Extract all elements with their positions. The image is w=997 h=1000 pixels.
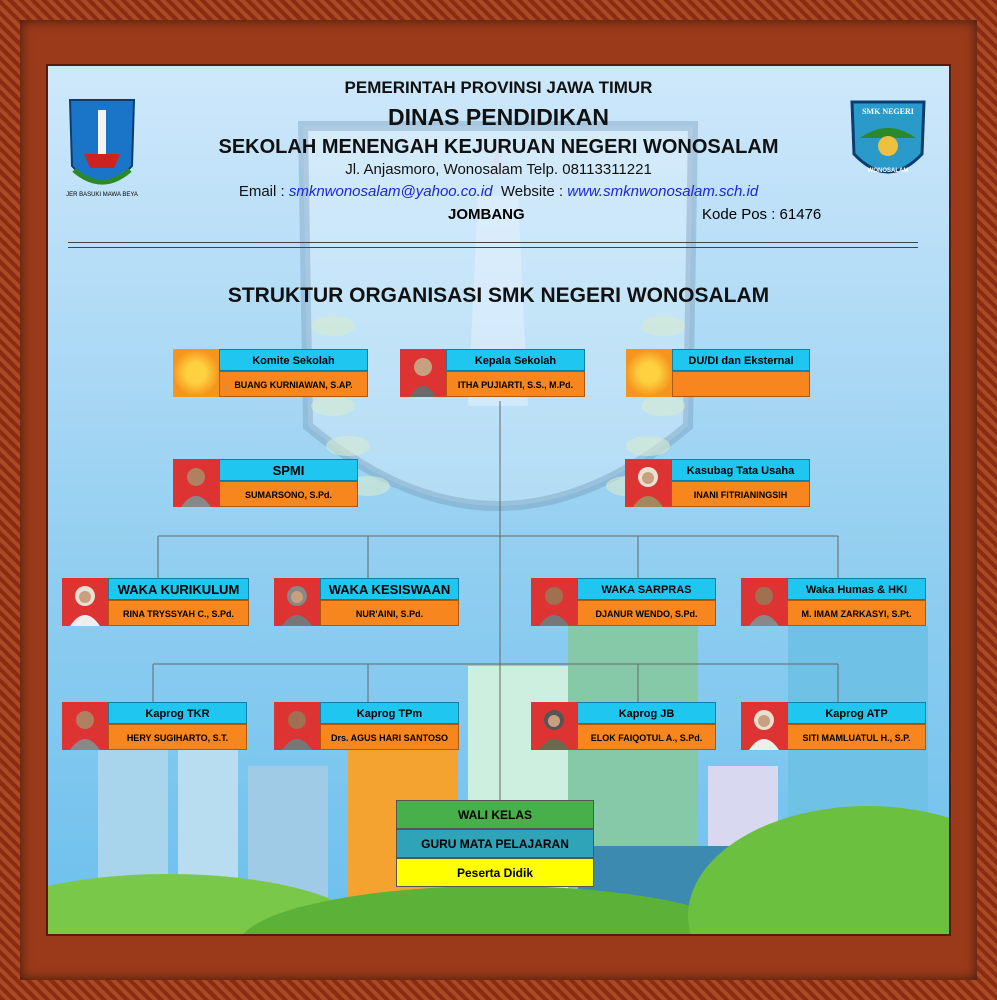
atp-name: SITI MAMLUATUL H., S.P.: [787, 724, 926, 750]
sarpras-role: WAKA SARPRAS: [577, 578, 716, 600]
poster-canvas: JER BASUKI MAWA BEYA SMK NEGERI WONOSALA…: [48, 66, 949, 934]
header-divider-bottom: [68, 247, 918, 248]
logo-right-bottom-text: WONOSALAM: [868, 168, 909, 174]
humas-name: M. IMAM ZARKASYI, S.Pt.: [787, 600, 926, 626]
node-kaprog-jb: Kaprog JB ELOK FAIQOTUL A., S.Pd.: [531, 702, 716, 750]
connector-lines: [152, 401, 839, 800]
dudi-placeholder-image: [626, 349, 672, 397]
node-kaprog-tkr: Kaprog TKR HERY SUGIHARTO, S.T.: [62, 702, 247, 750]
dudi-role: DU/DI dan Eksternal: [672, 349, 810, 371]
atp-role: Kaprog ATP: [787, 702, 926, 724]
logo-right-top-text: SMK NEGERI: [862, 107, 914, 116]
header-line1: PEMERINTAH PROVINSI JAWA TIMUR: [344, 78, 653, 97]
jb-role: Kaprog JB: [577, 702, 716, 724]
email-link[interactable]: smknwonosalam@yahoo.co.id: [288, 183, 493, 200]
spmi-name: SUMARSONO, S.Pd.: [219, 481, 358, 507]
kurikulum-photo: [62, 578, 108, 626]
kepsek-role: Kepala Sekolah: [446, 349, 585, 371]
node-kaprog-atp: Kaprog ATP SITI MAMLUATUL H., S.P.: [741, 702, 926, 750]
tkr-role: Kaprog TKR: [108, 702, 247, 724]
tu-name: INANI FITRIANINGSIH: [671, 481, 810, 507]
jb-name: ELOK FAIQOTUL A., S.Pd.: [577, 724, 716, 750]
website-link[interactable]: www.smknwonosalam.sch.id: [567, 183, 759, 200]
kurikulum-role: WAKA KURIKULUM: [108, 578, 249, 600]
website-label: Website :: [500, 183, 568, 200]
node-kepala-sekolah: Kepala Sekolah ITHA PUJIARTI, S.S., M.Pd…: [400, 349, 585, 397]
kepsek-photo: [400, 349, 446, 397]
wali-kelas-box: WALI KELAS: [396, 800, 594, 829]
emblem-motto-text: JER BASUKI MAWA BEYA: [66, 192, 138, 198]
tkr-photo: [62, 702, 108, 750]
tkr-name: HERY SUGIHARTO, S.T.: [108, 724, 247, 750]
kurikulum-name: RINA TRYSSYAH C., S.Pd.: [108, 600, 249, 626]
green-hills: [48, 806, 949, 934]
email-label: Email :: [238, 183, 289, 200]
node-tata-usaha: Kasubag Tata Usaha INANI FITRIANINGSIH: [625, 459, 810, 507]
kesiswaan-name: NUR'AINI, S.Pd.: [320, 600, 459, 626]
header-contact: Email : smknwonosalam@yahoo.co.id Websit…: [48, 183, 949, 200]
komite-role: Komite Sekolah: [219, 349, 368, 371]
header-postal: Kode Pos : 61476: [702, 206, 822, 223]
header-city: JOMBANG: [448, 206, 525, 223]
dudi-name: [672, 371, 810, 397]
node-spmi: SPMI SUMARSONO, S.Pd.: [173, 459, 358, 507]
sarpras-photo: [531, 578, 577, 626]
east-java-emblem: JER BASUKI MAWA BEYA: [66, 99, 138, 198]
node-waka-kurikulum: WAKA KURIKULUM RINA TRYSSYAH C., S.Pd.: [62, 578, 249, 626]
peserta-didik-box: Peserta Didik: [396, 858, 594, 887]
node-komite: Komite Sekolah BUANG KURNIAWAN, S.AP.: [173, 349, 368, 397]
node-waka-sarpras: WAKA SARPRAS DJANUR WENDO, S.Pd.: [531, 578, 716, 626]
komite-placeholder-image: [173, 349, 219, 397]
header-address: Jl. Anjasmoro, Wonosalam Telp. 081133112…: [345, 161, 652, 178]
spmi-photo: [173, 459, 219, 507]
kesiswaan-role: WAKA KESISWAAN: [320, 578, 459, 600]
kepsek-name: ITHA PUJIARTI, S.S., M.Pd.: [446, 371, 585, 397]
jb-photo: [531, 702, 577, 750]
header-divider-top: [68, 242, 918, 243]
humas-photo: [741, 578, 787, 626]
node-waka-humas: Waka Humas & HKI M. IMAM ZARKASYI, S.Pt.: [741, 578, 926, 626]
humas-role: Waka Humas & HKI: [787, 578, 926, 600]
header-line2: DINAS PENDIDIKAN: [387, 104, 610, 130]
atp-photo: [741, 702, 787, 750]
watermark-spire: [488, 146, 508, 176]
tu-photo: [625, 459, 671, 507]
chart-title: STRUKTUR ORGANISASI SMK NEGERI WONOSALAM: [227, 284, 770, 307]
tpm-role: Kaprog TPm: [320, 702, 459, 724]
node-dudi: DU/DI dan Eksternal: [626, 349, 810, 397]
node-kaprog-tpm: Kaprog TPm Drs. AGUS HARI SANTOSO: [274, 702, 459, 750]
kesiswaan-photo: [274, 578, 320, 626]
node-waka-kesiswaan: WAKA KESISWAAN NUR'AINI, S.Pd.: [274, 578, 459, 626]
tpm-name: Drs. AGUS HARI SANTOSO: [320, 724, 459, 750]
sarpras-name: DJANUR WENDO, S.Pd.: [577, 600, 716, 626]
spmi-role: SPMI: [219, 459, 358, 481]
tpm-photo: [274, 702, 320, 750]
smk-wonosalam-logo: SMK NEGERI WONOSALAM: [850, 100, 926, 174]
guru-mapel-box: GURU MATA PELAJARAN: [396, 829, 594, 858]
komite-name: BUANG KURNIAWAN, S.AP.: [219, 371, 368, 397]
header-line3: SEKOLAH MENENGAH KEJURUAN NEGERI WONOSAL…: [218, 136, 779, 158]
tu-role: Kasubag Tata Usaha: [671, 459, 810, 481]
